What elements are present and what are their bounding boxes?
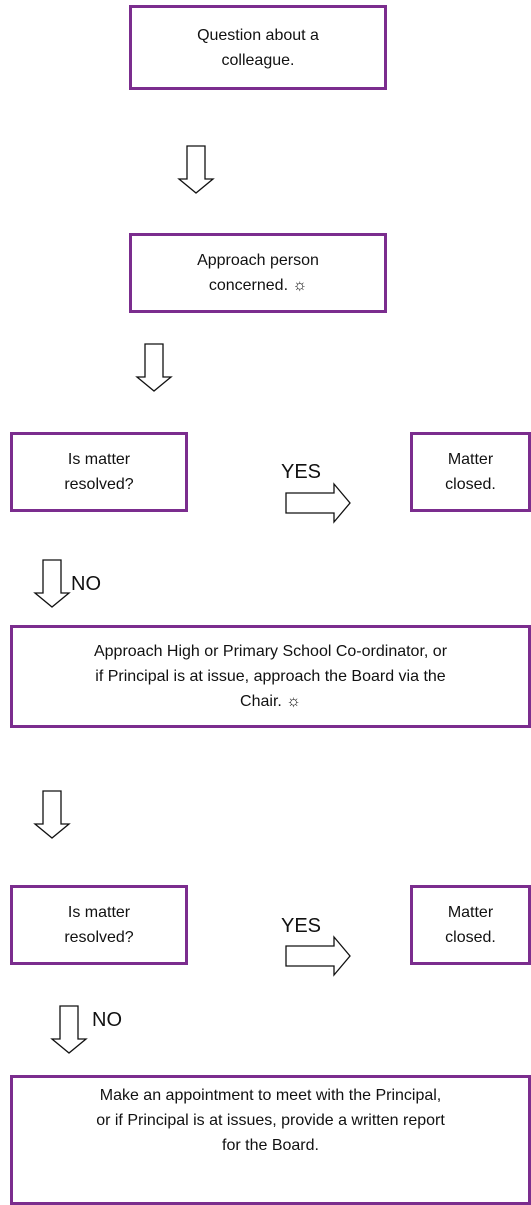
right-arrow-icon — [285, 482, 351, 524]
appointment-box: Make an appointment to meet with the Pri… — [10, 1075, 531, 1205]
no-label-1: NO — [71, 573, 101, 595]
resolved-decision-box-1: Is matter resolved? — [10, 432, 188, 512]
down-arrow-icon — [33, 559, 71, 608]
question-text: Question about a colleague. — [197, 26, 319, 69]
matter-closed-text-2: Matter closed. — [445, 904, 496, 946]
matter-closed-box-2: Matter closed. — [410, 885, 531, 965]
down-arrow-icon — [33, 790, 71, 839]
down-arrow-icon — [177, 145, 215, 194]
down-arrow-icon — [135, 343, 173, 392]
approach-person-text: Approach person concerned. ☼ — [197, 252, 319, 294]
down-arrow-icon — [50, 1005, 88, 1054]
approach-coordinator-text: Approach High or Primary School Co-ordin… — [93, 643, 448, 710]
question-box: Question about a colleague. — [129, 5, 387, 90]
resolved-text-2: Is matter resolved? — [64, 904, 134, 946]
matter-closed-box-1: Matter closed. — [410, 432, 531, 512]
yes-label-2: YES — [281, 915, 322, 937]
no-label-2: NO — [92, 1009, 122, 1031]
appointment-text: Make an appointment to meet with the Pri… — [96, 1087, 445, 1154]
approach-coordinator-box: Approach High or Primary School Co-ordin… — [10, 625, 531, 728]
yes-label-1: YES — [281, 461, 322, 483]
resolved-text-1: Is matter resolved? — [64, 451, 134, 493]
matter-closed-text-1: Matter closed. — [445, 451, 496, 493]
resolved-decision-box-2: Is matter resolved? — [10, 885, 188, 965]
approach-person-box: Approach person concerned. ☼ — [129, 233, 387, 313]
right-arrow-icon — [285, 935, 351, 977]
